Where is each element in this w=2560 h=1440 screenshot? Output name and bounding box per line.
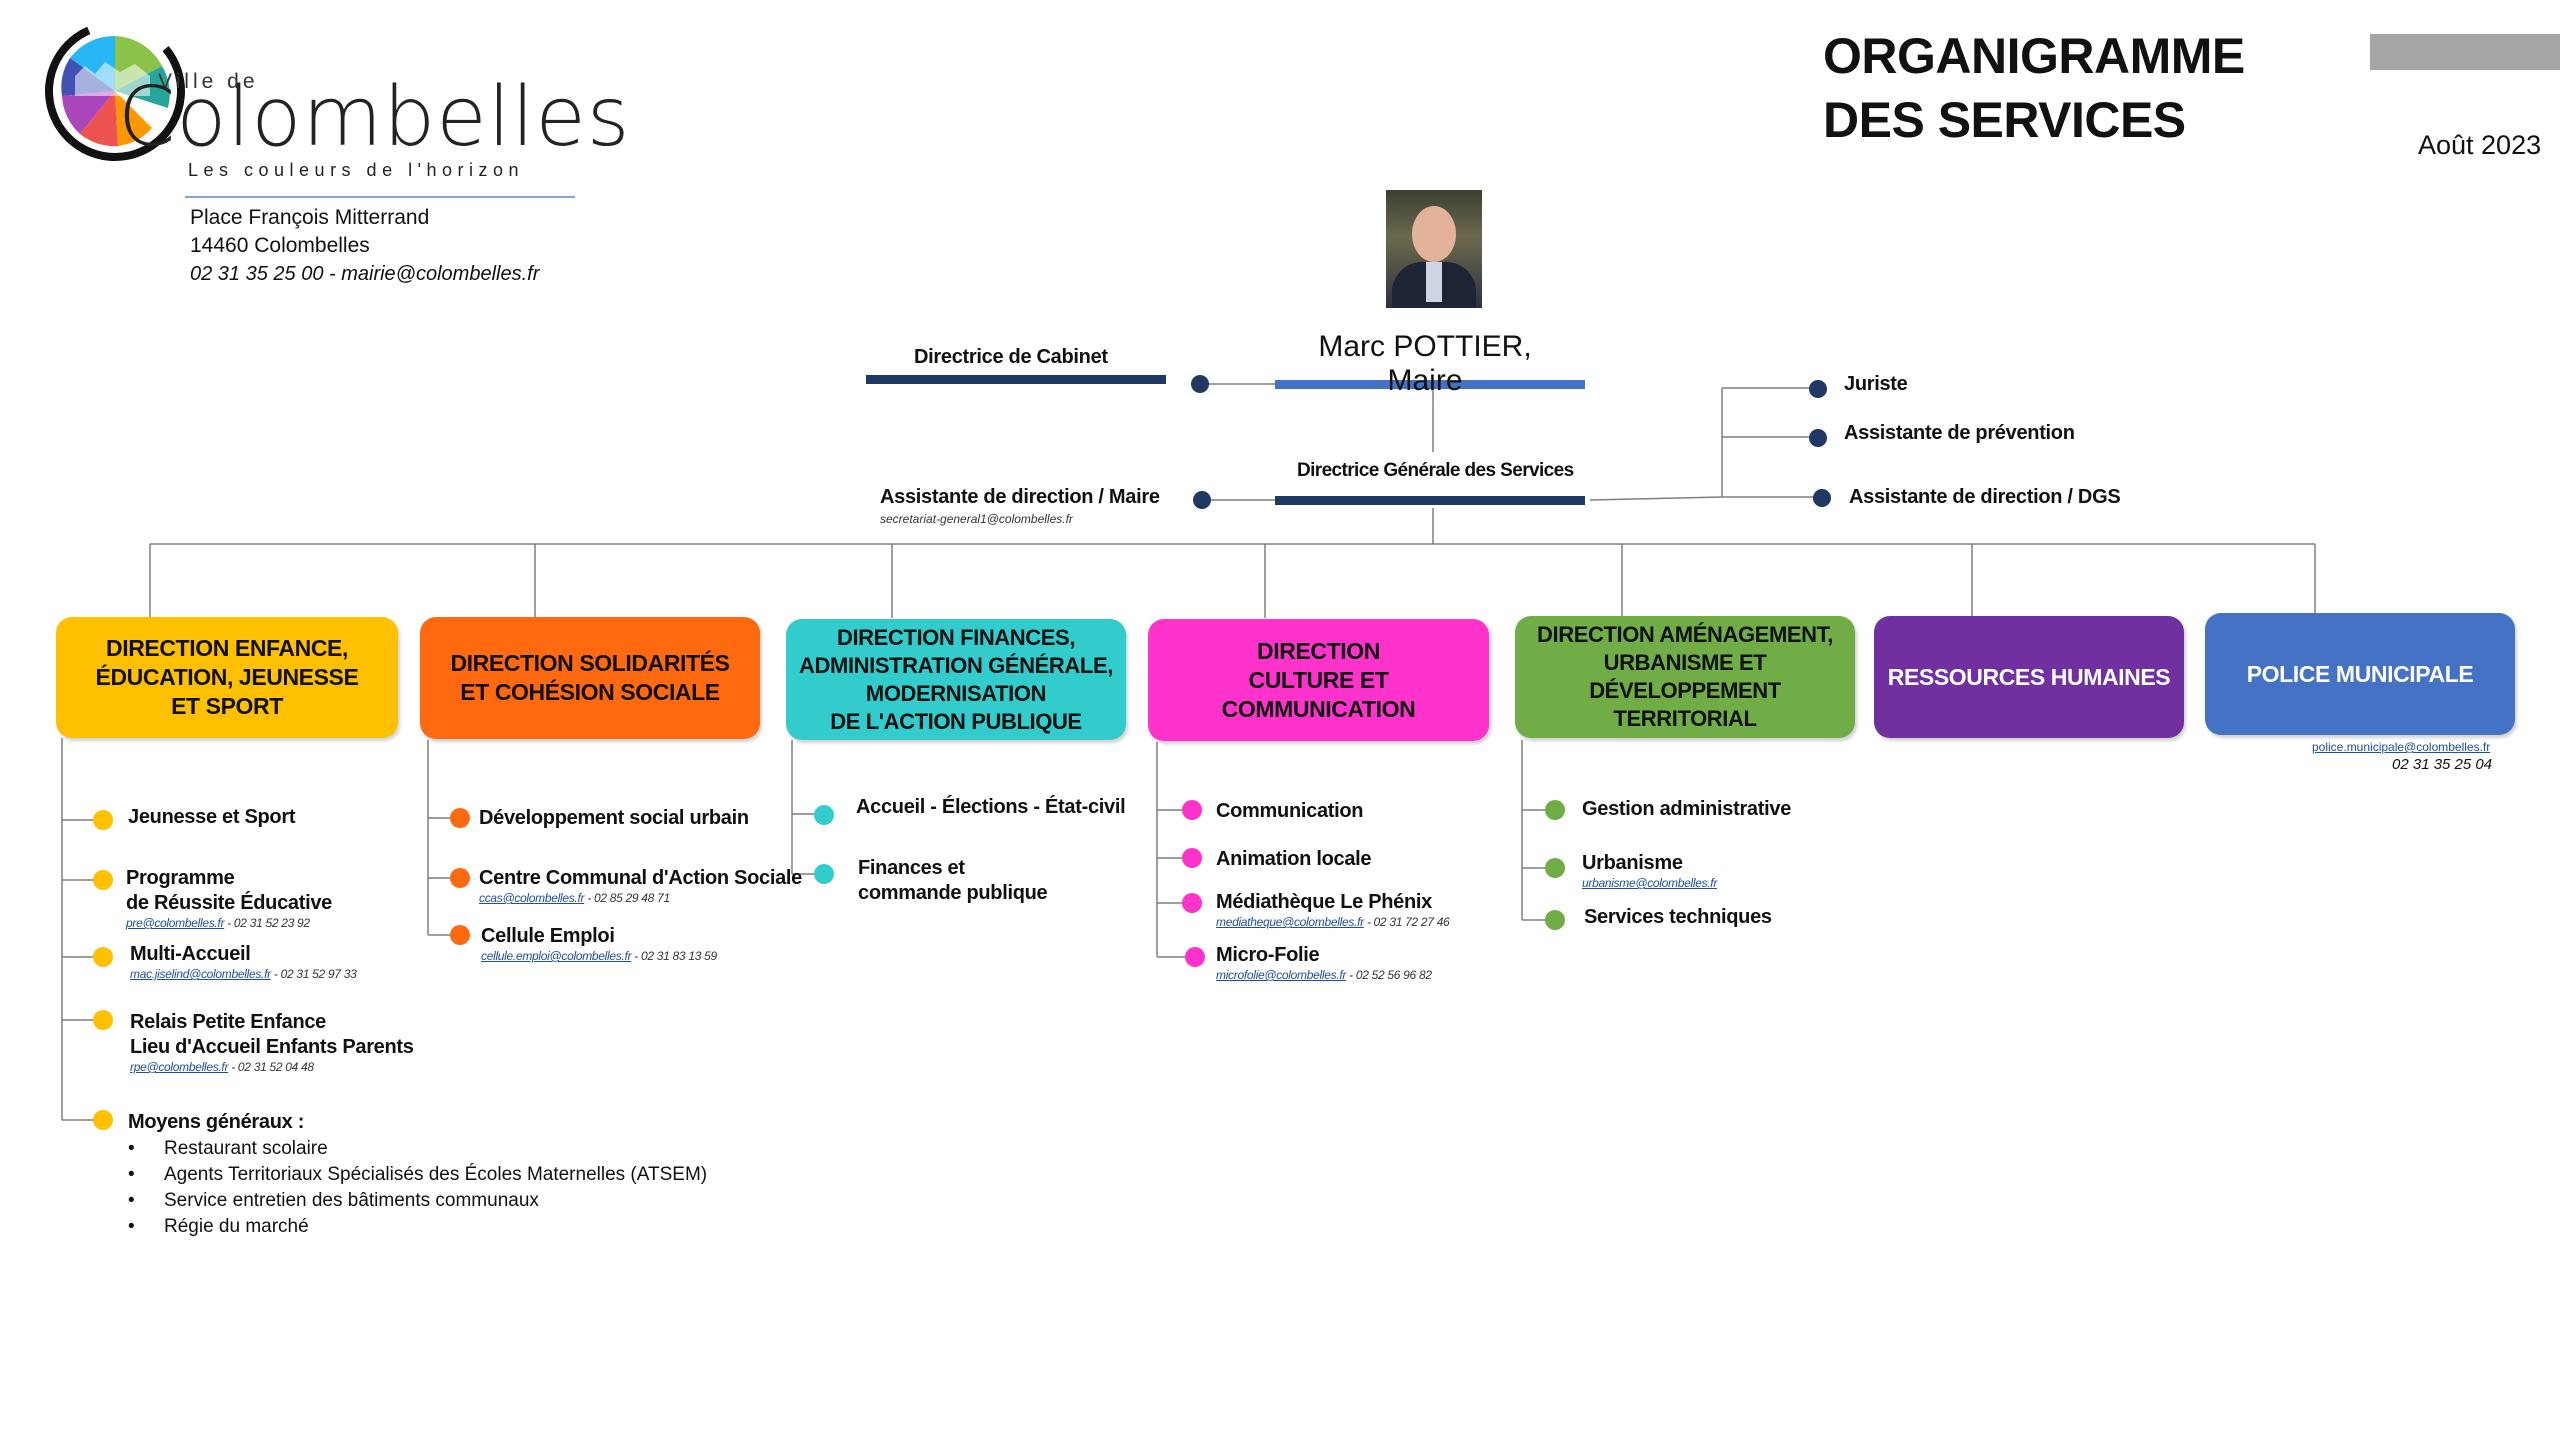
maire-name: Marc POTTIER, Maire [1318,330,1532,397]
moyens-item: Régie du marché [128,1214,707,1240]
direction-police-box: POLICE MUNICIPALE [2205,613,2515,735]
service-label: Gestion administrative [1582,798,1792,820]
service-accueil: Accueil - Élections - État-civil [856,795,1126,820]
service-jeunesse-sport: Jeunesse et Sport [128,805,295,830]
moyens-item: Restaurant scolaire [128,1136,707,1162]
service-phone: - 02 31 72 27 46 [1363,915,1450,929]
service-label: Accueil - Élections - État-civil [856,796,1126,818]
service-email[interactable]: mediatheque@colombelles.fr [1216,915,1364,929]
mairie-address: Place François Mitterrand 14460 Colombel… [190,204,539,288]
direction-culture-box: DIRECTION CULTURE ET COMMUNICATION [1148,619,1489,741]
service-label: Multi-Accueil [130,943,251,965]
moyens-item: Agents Territoriaux Spécialisés des Écol… [128,1162,707,1188]
service-phone: - 02 31 52 04 48 [228,1060,314,1074]
logo-emblem-icon [45,21,185,161]
service-label: Animation locale [1216,848,1372,870]
juriste-label: Juriste [1844,373,1908,395]
address-line-2: 14460 Colombelles [190,234,370,257]
document-date: Août 2023 [2418,130,2542,160]
service-label: Micro-Folie [1216,944,1320,966]
assistante-maire-email: secretariat-general1@colombelles.fr [880,512,1073,526]
cabinet-label: Directrice de Cabinet [914,346,1108,368]
service-label: Relais Petite Enfance Lieu d'Accueil Enf… [130,1011,414,1058]
address-line-1: Place François Mitterrand [190,206,430,229]
service-email[interactable]: urbanisme@colombelles.fr [1582,876,1718,890]
service-label: Moyens généraux : [128,1111,305,1133]
page-title: ORGANIGRAMME DES SERVICES [1823,24,2245,152]
logo-underline [185,196,575,198]
service-communication: Communication [1216,799,1364,824]
service-phone: - 02 31 83 13 59 [631,949,717,963]
service-label: Programme de Réussite Éducative [126,867,333,914]
service-techniques: Services techniques [1584,905,1772,930]
moyens-generaux-list: Restaurant scolaire Agents Territoriaux … [128,1136,707,1240]
service-email[interactable]: microfolie@colombelles.fr [1216,968,1347,982]
direction-solidarites-box: DIRECTION SOLIDARITÉS ET COHÉSION SOCIAL… [420,617,760,739]
direction-enfance-box: DIRECTION ENFANCE, ÉDUCATION, JEUNESSE E… [56,617,398,738]
service-finances: Finances et commande publique [858,856,1048,906]
police-email-line: police.municipale@colombelles.fr [2312,740,2490,754]
service-label: Développement social urbain [479,807,749,829]
header-grey-bar [2370,34,2560,70]
service-animation: Animation locale [1216,847,1372,872]
service-label: Médiathèque Le Phénix [1216,891,1432,913]
prevention-label: Assistante de prévention [1844,422,2075,444]
logo-tagline: Les couleurs de l'horizon [188,160,525,180]
moyens-item: Service entretien des bâtiments communau… [128,1188,707,1214]
service-micro-folie: Micro-Folie microfolie@colombelles.fr - 0… [1216,943,1432,983]
service-label: Communication [1216,800,1364,822]
service-mediatheque: Médiathèque Le Phénix mediatheque@colombe… [1216,890,1450,930]
service-label: Urbanisme [1582,852,1683,874]
address-line-3: 02 31 35 25 00 - mairie@colombelles.fr [190,263,540,285]
assistante-dgs-label: Assistante de direction / DGS [1849,486,2121,508]
service-dsu: Développement social urbain [479,806,749,831]
service-label: Jeunesse et Sport [128,806,296,828]
service-email[interactable]: rpe@colombelles.fr [130,1060,229,1074]
direction-amenagement-box: DIRECTION AMÉNAGEMENT, URBANISME ET DÉVE… [1515,616,1855,738]
maire-photo [1386,190,1482,308]
colombelles-logo [40,16,550,206]
assistante-maire-label: Assistante de direction / Maire [880,486,1160,508]
service-cellule-emploi: Cellule Emploi cellule.emploi@colombelles… [481,924,717,964]
service-email[interactable]: ccas@colombelles.fr [479,891,585,905]
service-label: Finances et commande publique [858,857,1048,904]
service-gestion-admin: Gestion administrative [1582,797,1791,822]
police-phone: 02 31 35 25 04 [2392,756,2493,773]
logo-name: Colombelles [118,70,631,165]
dgs-label: Directrice Générale des Services [1297,460,1574,481]
service-label: Services techniques [1584,906,1772,928]
service-urbanisme: Urbanisme urbanisme@colombelles.fr [1582,851,1717,891]
service-phone: - 02 31 52 23 92 [224,916,310,930]
direction-rh-box: RESSOURCES HUMAINES [1874,616,2184,738]
service-phone: - 02 31 52 97 33 [270,967,357,981]
service-label: Cellule Emploi [481,925,615,947]
service-pre: Programme de Réussite Éducative pre@colom… [126,866,332,931]
service-email[interactable]: pre@colombelles.fr [126,916,225,930]
title-line-1: ORGANIGRAMME [1823,28,2245,84]
service-phone: - 02 52 56 96 82 [1346,968,1432,982]
service-moyens-generaux: Moyens généraux : [128,1110,304,1135]
service-multi-accueil: Multi-Accueil mac.jiselind@colombelles.fr… [130,942,357,982]
title-line-2: DES SERVICES [1823,92,2186,148]
service-ccas: Centre Communal d'Action Sociale ccas@col… [479,866,802,906]
direction-finances-box: DIRECTION FINANCES, ADMINISTRATION GÉNÉR… [786,619,1126,740]
service-email[interactable]: mac.jiselind@colombelles.fr [130,967,271,981]
service-email[interactable]: cellule.emploi@colombelles.fr [481,949,632,963]
service-phone: - 02 85 29 48 71 [584,891,670,905]
police-email[interactable]: police.municipale@colombelles.fr [2312,740,2491,754]
service-label: Centre Communal d'Action Sociale [479,867,802,889]
service-rpe: Relais Petite Enfance Lieu d'Accueil Enf… [130,1010,414,1075]
logo-ville-de: Ville de [158,70,259,93]
